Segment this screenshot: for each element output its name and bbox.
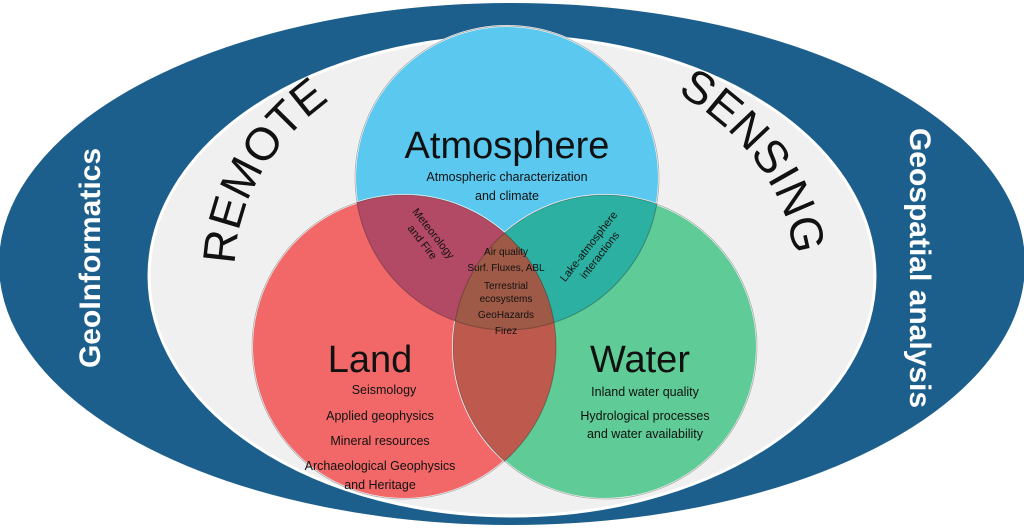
- atmosphere-title: Atmosphere: [405, 125, 610, 167]
- land-line-4: Archaeological Geophysics: [305, 459, 456, 473]
- water-title: Water: [590, 339, 690, 381]
- water-line-2: Hydrological processes: [580, 409, 709, 423]
- geospatial-analysis-label: Geospatial analysis: [903, 128, 936, 408]
- atmosphere-line-1: Atmospheric characterization: [426, 170, 587, 184]
- atmosphere-line-2: and climate: [475, 189, 539, 203]
- land-line-2: Applied geophysics: [326, 409, 434, 423]
- land-line-3: Mineral resources: [330, 434, 429, 448]
- center-line-2: Surf. Fluxes, ABL: [467, 263, 545, 274]
- land-line-1: Seismology: [352, 383, 417, 397]
- overlap-center-region: [453, 195, 556, 330]
- center-line-5: GeoHazards: [478, 310, 534, 321]
- center-line-1: Air quality: [484, 247, 528, 258]
- center-line-4: ecosystems: [480, 294, 533, 305]
- geoinformatics-label: GeoInformatics: [74, 148, 107, 368]
- land-line-5: and Heritage: [344, 478, 416, 492]
- center-line-3: Terrestrial: [484, 281, 528, 292]
- land-title: Land: [328, 339, 413, 381]
- center-line-6: Firez: [495, 326, 517, 337]
- water-line-1: Inland water quality: [591, 385, 699, 399]
- water-line-3: and water availability: [587, 427, 704, 441]
